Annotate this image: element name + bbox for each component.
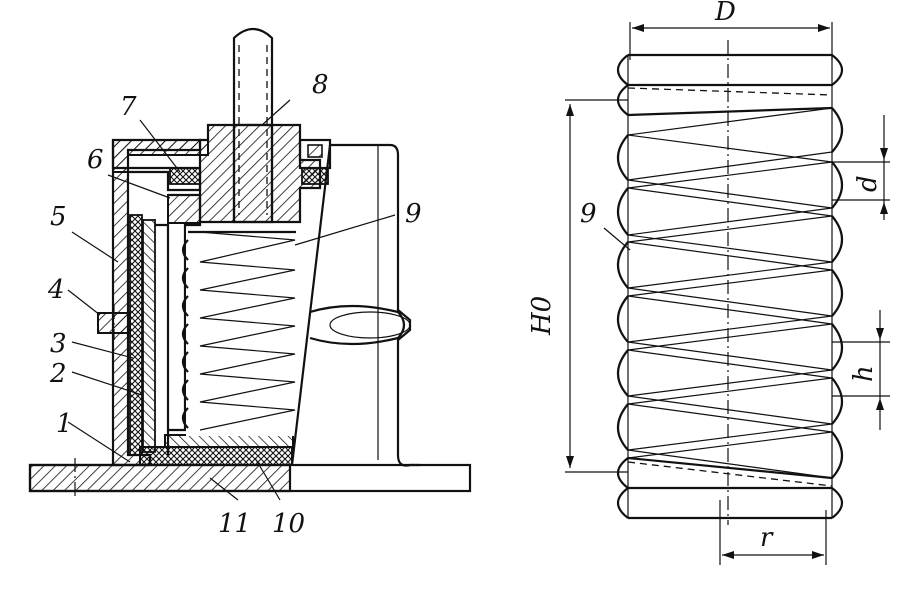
inner-spring — [181, 228, 296, 436]
leader-3 — [71, 341, 134, 359]
shaft-in-bushing — [232, 123, 274, 224]
spring-coil-ends — [181, 239, 189, 429]
leader-2 — [71, 371, 143, 396]
leader-4 — [67, 289, 101, 316]
rubber-layer-inner — [142, 219, 156, 453]
leader-1 — [67, 421, 131, 463]
outer-lug-shape — [309, 304, 406, 346]
label-part-8: 8 — [312, 70, 329, 100]
label-part-2: 2 — [49, 359, 67, 389]
rubber-washer-right — [301, 167, 329, 185]
shaft — [232, 27, 274, 222]
dim-d-label: d — [853, 175, 883, 192]
label-part-5: 5 — [50, 202, 67, 232]
leader-9-left — [294, 214, 396, 246]
label-part-7: 7 — [120, 92, 137, 122]
leader-spring-9 — [603, 227, 631, 251]
dim-r-label: r — [760, 523, 774, 553]
dim-h-label: h — [849, 365, 879, 382]
label-part-10: 10 — [272, 509, 305, 539]
upper-flange — [167, 194, 201, 224]
outer-lug-ellipse — [329, 311, 411, 339]
dim-D-label: D — [714, 0, 736, 27]
leader-7 — [139, 119, 181, 173]
rubber-pad — [139, 446, 293, 466]
spring-zigzag — [199, 231, 296, 431]
dim-H0-label: H0 — [527, 296, 557, 336]
rubber-layer-outer — [129, 214, 143, 456]
mount-assembly: 1 2 3 4 5 6 7 8 9 10 11 — [28, 27, 472, 539]
leader-11 — [209, 477, 239, 501]
leader-10 — [254, 457, 281, 501]
label-part-6: 6 — [87, 145, 104, 175]
label-part-4: 4 — [47, 275, 65, 305]
top-cap-right-hatch — [307, 144, 323, 158]
lower-cup — [164, 434, 294, 448]
rubber-washer-left — [169, 167, 201, 185]
label-part-1: 1 — [56, 409, 73, 439]
base-plate-hatch — [28, 463, 292, 493]
spring-drawing: D H0 — [527, 0, 890, 565]
spring-coils — [616, 53, 844, 520]
leader-8 — [261, 99, 291, 126]
spring-label-9: 9 — [580, 199, 597, 229]
leader-5 — [71, 231, 119, 263]
label-part-9: 9 — [405, 199, 422, 229]
label-part-11: 11 — [218, 509, 251, 539]
leader-6 — [107, 174, 171, 199]
dim-r-arrows — [722, 551, 824, 559]
label-part-3: 3 — [50, 329, 67, 359]
inner-sleeve — [155, 223, 170, 455]
break-line — [290, 144, 332, 466]
